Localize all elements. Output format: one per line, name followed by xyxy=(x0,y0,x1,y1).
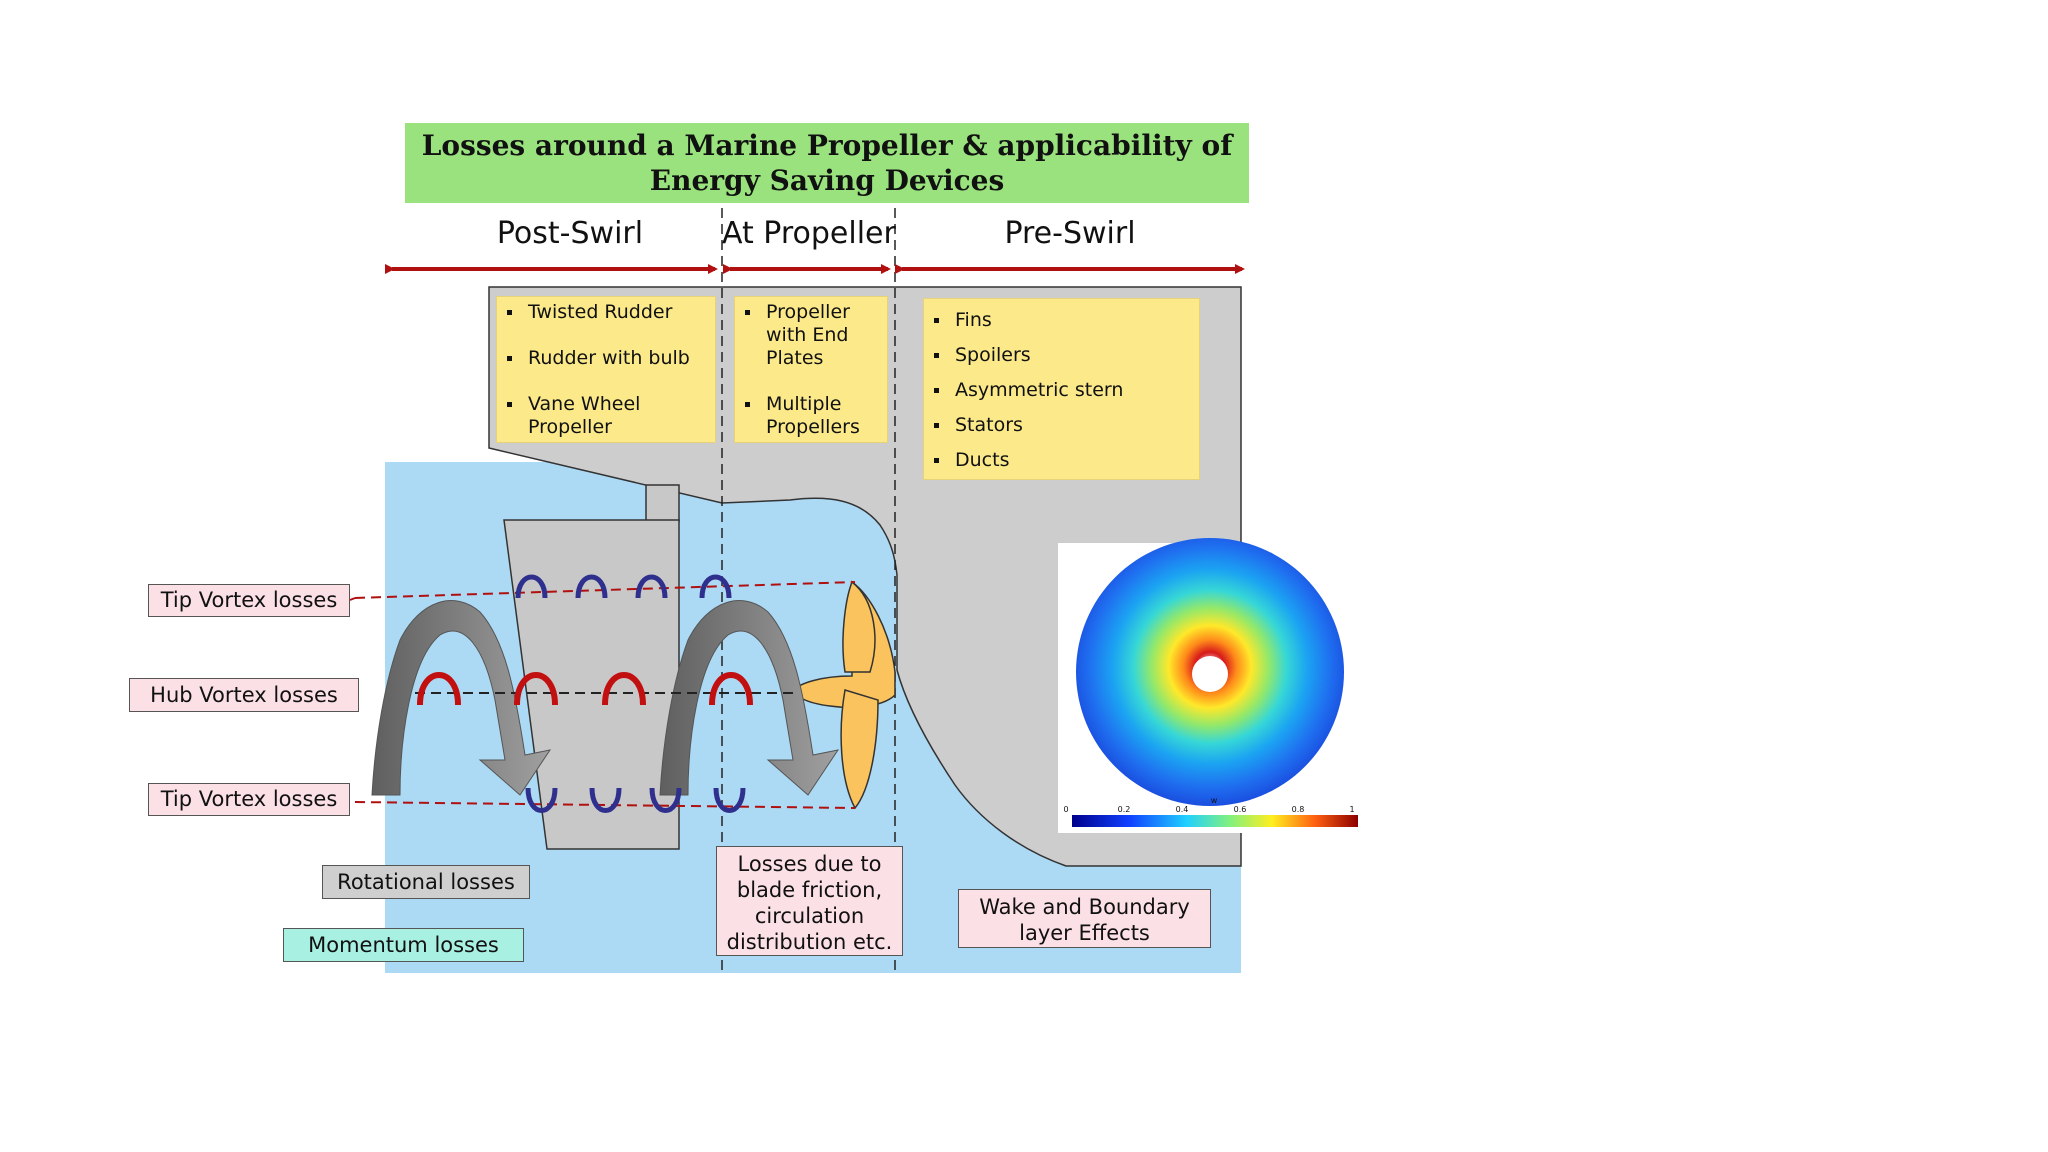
device-item: Asymmetric stern xyxy=(934,379,1191,402)
rotational-vortex-right xyxy=(659,600,840,796)
blade-friction-label: Losses due to blade friction, circulatio… xyxy=(716,846,903,956)
device-item: Multiple Propellers xyxy=(745,393,879,439)
tip-vortex-line-top xyxy=(354,581,856,599)
wake-colorbar-tick: 0.8 xyxy=(1292,805,1305,814)
device-item: Fins xyxy=(934,309,1191,332)
hub-vortices xyxy=(417,672,753,706)
wake-effects-label: Wake and Boundary layer Effects xyxy=(958,889,1211,948)
device-item: Spoilers xyxy=(934,344,1191,367)
tip-label-leader-top xyxy=(349,597,356,601)
wake-effects-text: Wake and Boundary layer Effects xyxy=(979,895,1190,945)
blade-friction-text: Losses due to blade friction, circulatio… xyxy=(726,852,893,954)
tip-vortex-label-top: Tip Vortex losses xyxy=(148,584,350,617)
title-line-2: Energy Saving Devices xyxy=(649,164,1005,197)
page-title: Losses around a Marine Propeller & appli… xyxy=(405,123,1249,203)
tip-vortices-top xyxy=(515,574,732,599)
rotational-vortex-left xyxy=(371,600,552,796)
tip-vortex-line-bottom xyxy=(354,801,856,809)
momentum-losses-label: Momentum losses xyxy=(283,928,524,962)
hub-vortex-label: Hub Vortex losses xyxy=(129,678,359,712)
pre-swirl-devices: Fins Spoilers Asymmetric stern Stators D… xyxy=(923,298,1200,480)
device-item: Rudder with bulb xyxy=(507,347,707,370)
tip-vortices-bottom xyxy=(525,787,746,813)
wake-field-hub xyxy=(1192,656,1228,692)
zone-label-pre-swirl: Pre-Swirl xyxy=(1004,216,1136,251)
wake-colorbar-tick: 0.2 xyxy=(1118,805,1131,814)
zone-label-at-propeller: At Propeller xyxy=(722,216,896,251)
wake-colorbar-tick: 1 xyxy=(1349,805,1354,814)
device-item: Twisted Rudder xyxy=(507,301,707,324)
tip-vortex-label-bottom: Tip Vortex losses xyxy=(148,783,350,816)
wake-colorbar-tick: 0.6 xyxy=(1234,805,1247,814)
wake-colorbar-tick: 0 xyxy=(1063,805,1068,814)
device-item: Stators xyxy=(934,414,1191,437)
at-propeller-devices: Propeller with End Plates Multiple Prope… xyxy=(734,296,888,443)
wake-colorbar-var: w xyxy=(1211,796,1218,805)
rotational-losses-label: Rotational losses xyxy=(322,865,530,899)
propeller xyxy=(794,580,896,810)
device-item: Ducts xyxy=(934,449,1191,472)
post-swirl-devices: Twisted Rudder Rudder with bulb Vane Whe… xyxy=(496,296,716,443)
title-line-1: Losses around a Marine Propeller & appli… xyxy=(421,129,1233,162)
wake-colorbar-tick: 0.4 xyxy=(1176,805,1189,814)
rudder xyxy=(503,519,680,850)
rudder-stock xyxy=(645,484,680,522)
wake-colorbar xyxy=(1072,815,1358,827)
zone-label-post-swirl: Post-Swirl xyxy=(496,216,644,251)
device-item: Vane Wheel Propeller xyxy=(507,393,707,439)
device-item: Propeller with End Plates xyxy=(745,301,879,370)
